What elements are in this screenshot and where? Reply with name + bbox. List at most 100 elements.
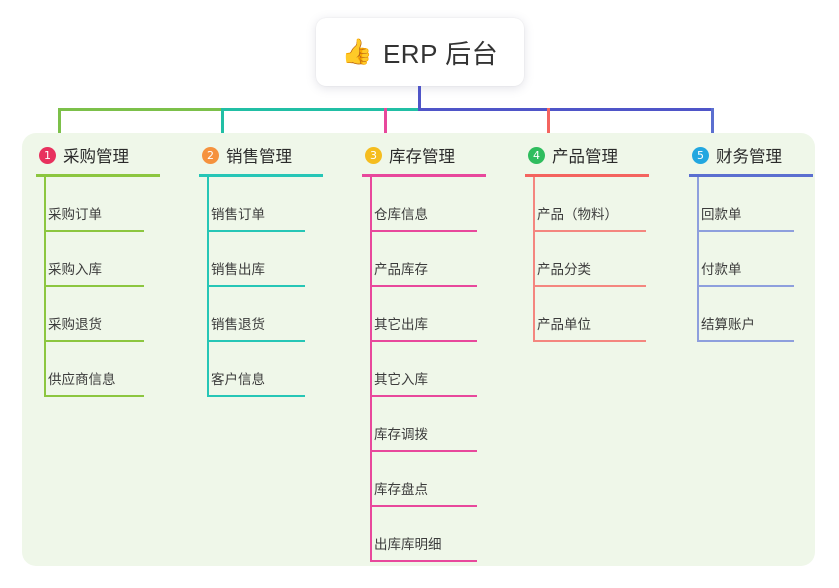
list-item-rule bbox=[697, 285, 794, 287]
list-item[interactable]: 采购退货 bbox=[22, 287, 152, 342]
item-connector-sales bbox=[207, 232, 209, 287]
item-connector-product bbox=[533, 232, 535, 287]
column-header-rule-product bbox=[525, 174, 649, 177]
list-item-rule bbox=[697, 340, 794, 342]
list-item[interactable]: 出库库明细 bbox=[348, 507, 485, 562]
list-item-rule bbox=[370, 395, 477, 397]
column-badge-sales: 2 bbox=[202, 146, 219, 164]
list-item-rule bbox=[533, 285, 646, 287]
list-item[interactable]: 其它入库 bbox=[348, 342, 485, 397]
column-badge-product: 4 bbox=[528, 146, 545, 164]
list-item[interactable]: 采购入库 bbox=[22, 232, 152, 287]
list-item-rule bbox=[697, 230, 794, 232]
list-item[interactable]: 付款单 bbox=[675, 232, 802, 287]
list-item-rule bbox=[370, 230, 477, 232]
list-item-label: 销售订单 bbox=[211, 207, 265, 222]
column-badge-purchasing: 1 bbox=[39, 146, 56, 164]
list-item-label: 销售出库 bbox=[211, 262, 265, 277]
column-items-purchasing: 采购订单采购入库采购退货供应商信息 bbox=[22, 177, 186, 397]
list-item[interactable]: 库存盘点 bbox=[348, 452, 485, 507]
list-item-rule bbox=[533, 340, 646, 342]
item-connector-purchasing bbox=[44, 287, 46, 342]
drop-purchasing bbox=[58, 108, 61, 145]
list-item-label: 采购订单 bbox=[48, 207, 102, 222]
list-item[interactable]: 产品库存 bbox=[348, 232, 485, 287]
list-item-rule bbox=[44, 230, 144, 232]
list-item-label: 结算账户 bbox=[701, 317, 755, 332]
root-node-card[interactable]: 👍 ERP 后台 bbox=[316, 18, 524, 86]
column-items-product: 产品（物料） 产品分类产品单位 bbox=[511, 177, 675, 342]
item-connector-purchasing bbox=[44, 342, 46, 397]
bar-segment-blue bbox=[418, 108, 714, 111]
bar-segment-teal bbox=[221, 108, 421, 111]
column-header-rule-sales bbox=[199, 174, 323, 177]
list-item[interactable]: 采购订单 bbox=[22, 177, 152, 232]
list-item[interactable]: 产品分类 bbox=[511, 232, 654, 287]
list-item[interactable]: 客户信息 bbox=[185, 342, 313, 397]
list-item-rule bbox=[370, 560, 477, 562]
column-finance: 5 财务管理回款单付款单结算账户 bbox=[675, 133, 839, 342]
item-connector-inventory bbox=[370, 452, 372, 507]
column-product: 4 产品管理产品（物料） 产品分类产品单位 bbox=[511, 133, 675, 342]
list-item-rule bbox=[44, 340, 144, 342]
item-connector-product bbox=[533, 177, 535, 232]
list-item-label: 库存调拨 bbox=[374, 427, 428, 442]
list-item-rule bbox=[207, 340, 305, 342]
list-item-label: 付款单 bbox=[701, 262, 742, 277]
list-item[interactable]: 产品（物料） bbox=[511, 177, 654, 232]
column-title-product: 产品管理 bbox=[552, 148, 618, 166]
bar-segment-green bbox=[58, 108, 224, 111]
list-item[interactable]: 销售出库 bbox=[185, 232, 313, 287]
list-item[interactable]: 回款单 bbox=[675, 177, 802, 232]
list-item-rule bbox=[207, 285, 305, 287]
drop-sales bbox=[221, 108, 224, 145]
list-item-label: 采购退货 bbox=[48, 317, 102, 332]
column-header-finance[interactable]: 5 财务管理 bbox=[675, 133, 839, 177]
column-title-inventory: 库存管理 bbox=[389, 148, 455, 166]
list-item[interactable]: 销售退货 bbox=[185, 287, 313, 342]
trunk-line bbox=[418, 86, 421, 111]
list-item-rule bbox=[370, 285, 477, 287]
item-connector-inventory bbox=[370, 287, 372, 342]
drop-finance bbox=[711, 108, 714, 145]
list-item-rule bbox=[44, 395, 144, 397]
item-connector-inventory bbox=[370, 177, 372, 232]
list-item-label: 产品库存 bbox=[374, 262, 428, 277]
list-item-rule bbox=[207, 395, 305, 397]
list-item[interactable]: 供应商信息 bbox=[22, 342, 152, 397]
list-item[interactable]: 库存调拨 bbox=[348, 397, 485, 452]
item-connector-product bbox=[533, 287, 535, 342]
column-title-finance: 财务管理 bbox=[716, 148, 782, 166]
column-header-sales[interactable]: 2 销售管理 bbox=[185, 133, 349, 177]
list-item-label: 销售退货 bbox=[211, 317, 265, 332]
list-item-rule bbox=[370, 450, 477, 452]
column-title-sales: 销售管理 bbox=[226, 148, 292, 166]
list-item[interactable]: 销售订单 bbox=[185, 177, 313, 232]
column-title-purchasing: 采购管理 bbox=[63, 148, 129, 166]
column-purchasing: 1 采购管理采购订单采购入库采购退货供应商信息 bbox=[22, 133, 186, 397]
item-connector-purchasing bbox=[44, 232, 46, 287]
column-sales: 2 销售管理销售订单销售出库销售退货客户信息 bbox=[185, 133, 349, 397]
list-item[interactable]: 仓库信息 bbox=[348, 177, 485, 232]
list-item-label: 供应商信息 bbox=[48, 372, 116, 387]
list-item[interactable]: 结算账户 bbox=[675, 287, 802, 342]
list-item[interactable]: 其它出库 bbox=[348, 287, 485, 342]
list-item-label: 采购入库 bbox=[48, 262, 102, 277]
column-header-purchasing[interactable]: 1 采购管理 bbox=[22, 133, 186, 177]
item-connector-inventory bbox=[370, 232, 372, 287]
list-item-label: 出库库明细 bbox=[374, 537, 442, 552]
item-connector-purchasing bbox=[44, 177, 46, 232]
list-item-rule bbox=[44, 285, 144, 287]
drop-product bbox=[547, 108, 550, 145]
column-header-rule-inventory bbox=[362, 174, 486, 177]
list-item[interactable]: 产品单位 bbox=[511, 287, 654, 342]
item-connector-finance bbox=[697, 287, 699, 342]
item-connector-inventory bbox=[370, 342, 372, 397]
column-badge-finance: 5 bbox=[692, 146, 709, 164]
column-header-product[interactable]: 4 产品管理 bbox=[511, 133, 675, 177]
root-node-content: 👍 ERP 后台 bbox=[342, 34, 498, 71]
list-item-label: 产品（物料） bbox=[537, 207, 618, 222]
